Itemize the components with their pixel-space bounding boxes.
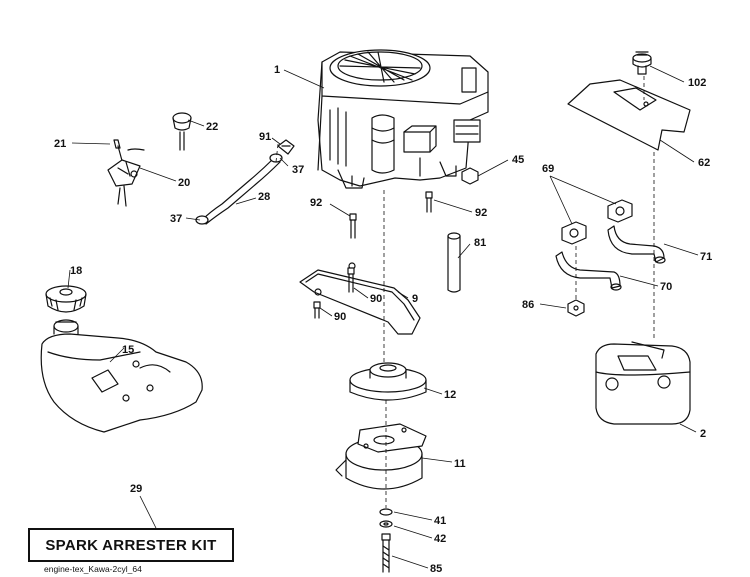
callout-42: 42 <box>434 533 446 545</box>
callout-28: 28 <box>258 191 270 203</box>
knob-part-102 <box>632 51 652 75</box>
callout-90-lower: 90 <box>334 311 346 323</box>
throttle-control-20 <box>107 139 145 207</box>
fuel-hose-28 <box>195 153 283 225</box>
callout-29: 29 <box>130 483 142 495</box>
alignment-lines <box>275 76 655 508</box>
bolt-85 <box>381 533 391 573</box>
clutch-11 <box>335 423 427 490</box>
exhaust-pipe-71 <box>607 225 666 264</box>
callout-69: 69 <box>542 163 554 175</box>
callout-92-left: 92 <box>310 197 322 209</box>
callout-70: 70 <box>660 281 672 293</box>
callout-22: 22 <box>206 121 218 133</box>
callout-1: 1 <box>274 64 280 76</box>
spark-arrester-kit-label: SPARK ARRESTER KIT <box>45 536 217 554</box>
callout-12: 12 <box>444 389 456 401</box>
callout-37-upper: 37 <box>292 164 304 176</box>
callout-45: 45 <box>512 154 524 166</box>
nut-45 <box>461 167 479 185</box>
muffler-2 <box>595 341 691 425</box>
callout-2: 2 <box>700 428 706 440</box>
callout-9: 9 <box>412 293 418 305</box>
callout-86: 86 <box>522 299 534 311</box>
callout-90-upper: 90 <box>370 293 382 305</box>
callout-37-lower: 37 <box>170 213 182 225</box>
nut-86 <box>567 299 585 317</box>
leader-lines <box>67 65 699 569</box>
callout-41: 41 <box>434 515 446 527</box>
callout-18: 18 <box>70 265 82 277</box>
fuel-tank-15 <box>40 319 203 433</box>
callout-102: 102 <box>688 77 706 89</box>
callout-85: 85 <box>430 563 442 575</box>
washer-42 <box>379 520 393 528</box>
callout-20: 20 <box>178 177 190 189</box>
choke-knob-22 <box>172 112 192 151</box>
bolt-92-left <box>349 213 357 239</box>
exhaust-pipe-70 <box>555 251 622 291</box>
washer-41 <box>379 508 393 516</box>
callout-91: 91 <box>259 131 271 143</box>
callout-71: 71 <box>700 251 712 263</box>
bolt-90-lower <box>313 301 321 319</box>
fuel-cap-18 <box>45 285 87 313</box>
callout-21: 21 <box>54 138 66 150</box>
gasket-69-left <box>561 221 587 245</box>
pulley-12 <box>349 362 427 401</box>
clamp-91 <box>277 139 295 155</box>
heat-shield-plate-62 <box>567 79 691 151</box>
callout-92-right: 92 <box>475 207 487 219</box>
callout-15: 15 <box>122 344 134 356</box>
bracket-9 <box>299 262 421 335</box>
callout-81: 81 <box>474 237 486 249</box>
engine <box>317 49 489 189</box>
callout-11: 11 <box>454 458 466 470</box>
callout-62: 62 <box>698 157 710 169</box>
gasket-69-right <box>607 199 633 223</box>
bolt-92-right <box>425 191 433 213</box>
diagram-caption: engine-tex_Kawa-2cyl_64 <box>44 564 142 574</box>
bolt-90-upper <box>347 267 355 293</box>
spark-arrester-kit-box: SPARK ARRESTER KIT <box>28 528 234 562</box>
rod-81 <box>447 232 461 293</box>
